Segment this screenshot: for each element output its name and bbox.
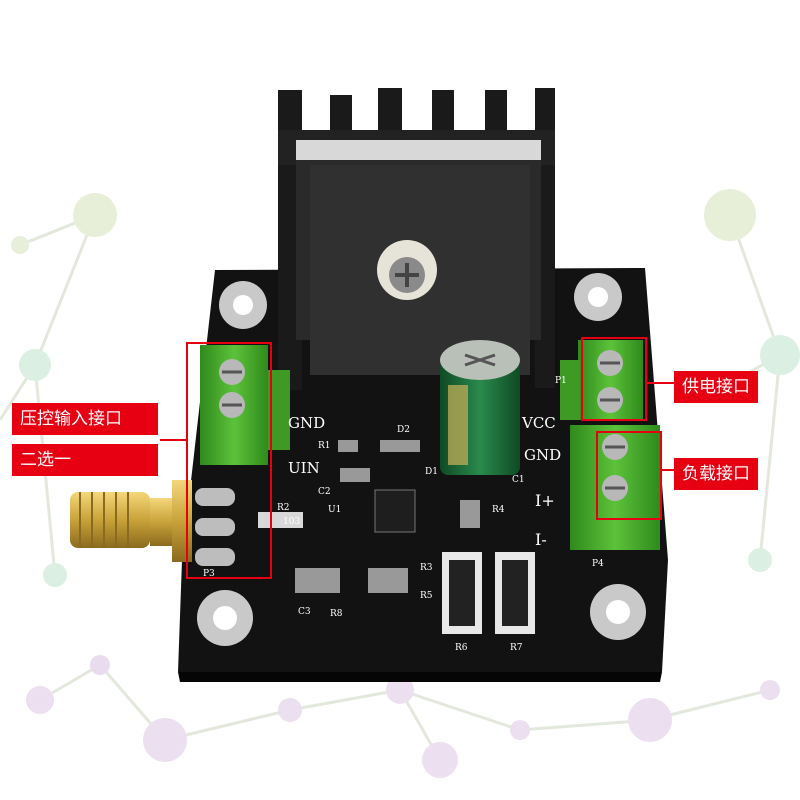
silk-r7: R7	[510, 643, 523, 653]
silk-r8: R8	[330, 609, 343, 619]
silk-uin: UIN	[288, 459, 320, 477]
silk-i-plus: I+	[535, 491, 555, 510]
callout-power-supply: 供电接口	[674, 371, 758, 403]
callout-voltage-input: 压控输入接口	[12, 403, 158, 435]
silk-c1: C1	[512, 475, 525, 485]
callout-load: 负载接口	[674, 458, 758, 490]
silk-r6: R6	[455, 643, 468, 653]
silk-vcc: VCC	[521, 414, 556, 432]
mounting-hole-bottom-left	[197, 590, 253, 646]
mounting-hole-top-right	[574, 273, 622, 321]
silk-r2-value: 103	[283, 517, 300, 527]
silk-p1: P1	[555, 376, 567, 386]
mounting-hole-bottom-right	[590, 584, 646, 640]
silk-d1: D1	[425, 467, 438, 477]
heatsink-screw	[377, 240, 437, 300]
p3-pads	[195, 488, 235, 566]
silk-u1: U1	[328, 505, 341, 515]
silk-c2: C2	[318, 487, 331, 497]
electrolytic-capacitor	[440, 340, 520, 475]
ic-u1	[374, 489, 416, 533]
silk-r3: R3	[420, 563, 433, 573]
callout-choose-one: 二选一	[12, 444, 158, 476]
silk-p3: P3	[203, 569, 215, 579]
silk-c3: C3	[298, 607, 311, 617]
silk-gnd-left: GND	[288, 414, 325, 432]
terminal-block-power	[560, 340, 643, 420]
sma-connector	[70, 480, 192, 562]
background-network-nodes	[11, 189, 800, 778]
heatsink	[278, 88, 555, 390]
silk-r1: R1	[318, 441, 331, 451]
highlight-load	[596, 431, 662, 520]
silk-p4: P4	[592, 559, 604, 569]
highlight-voltage-input	[186, 342, 272, 579]
silk-gnd-right: GND	[524, 446, 561, 464]
highlight-power	[581, 337, 647, 421]
silk-d2: D2	[397, 425, 410, 435]
silk-r5: R5	[420, 591, 433, 601]
silk-r4: R4	[492, 505, 505, 515]
terminal-block-load	[570, 425, 660, 550]
silk-r2: R2	[277, 503, 290, 513]
terminal-block-voltage-input	[200, 345, 290, 465]
mounting-hole-top-left	[219, 281, 267, 329]
silk-i-minus: I-	[535, 530, 547, 549]
smd-components	[258, 440, 535, 634]
